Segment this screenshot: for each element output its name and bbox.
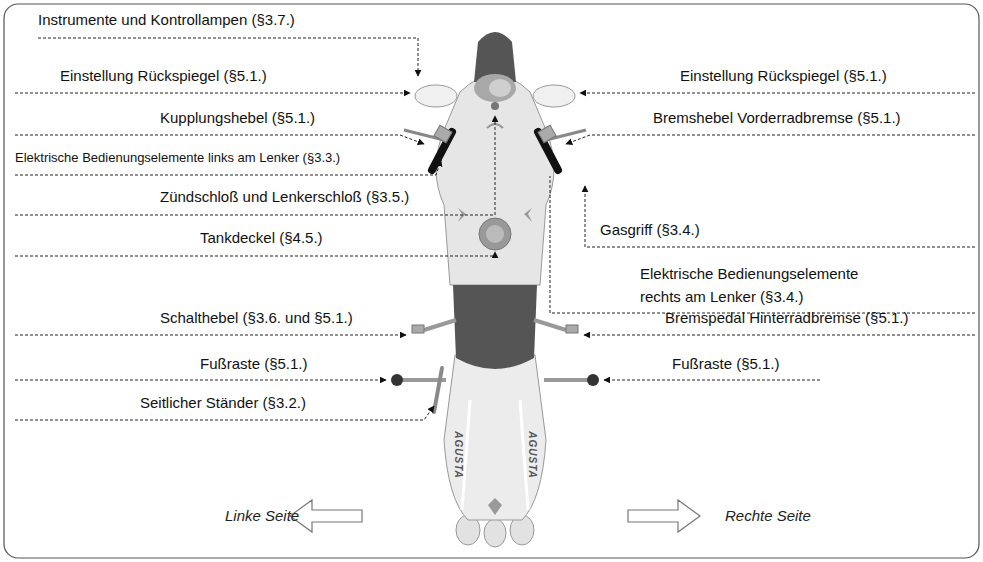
leader-line xyxy=(15,380,386,381)
tail-highlight xyxy=(462,400,528,510)
right-mirror xyxy=(533,85,575,107)
side-label: Linke Seite xyxy=(225,507,299,525)
brake-pedal xyxy=(534,320,566,330)
left-switch xyxy=(434,125,452,142)
right-switch xyxy=(538,125,556,142)
callout-label: Seitlicher Ständer (§3.2.) xyxy=(140,394,306,412)
leader-line xyxy=(15,335,406,336)
tail-logo xyxy=(488,498,502,515)
tank-cap xyxy=(479,218,511,250)
callout-label: Elektrische Bedienungselemente links am … xyxy=(15,149,340,167)
leader-line xyxy=(584,335,975,336)
right-footpeg xyxy=(544,378,588,382)
callout-label: Schalthebel (§3.6. und §5.1.) xyxy=(160,309,353,327)
frame xyxy=(4,4,979,558)
brake-pedal-tip xyxy=(566,325,578,333)
shift-lever xyxy=(424,320,456,330)
leader-line xyxy=(15,93,410,94)
brand-lettering: AGUSTA xyxy=(452,431,464,478)
side-stand xyxy=(434,368,442,412)
leader-line xyxy=(566,135,975,144)
tank-logo xyxy=(524,208,532,222)
callout-label: Tankdeckel (§4.5.) xyxy=(200,229,323,247)
callout-label: Instrumente und Kontrollampen (§3.7.) xyxy=(38,11,295,29)
leader-line xyxy=(585,186,975,247)
right-footpeg-end xyxy=(587,374,599,386)
brand-lettering: AGUSTA xyxy=(526,431,538,478)
leader-line xyxy=(15,135,424,144)
tail-fairing xyxy=(444,355,546,520)
callout-label: Bremshebel Vorderradbremse (§5.1.) xyxy=(653,109,901,127)
callout-label: Fußraste (§5.1.) xyxy=(672,355,780,373)
callout-label: Kupplungshebel (§5.1.) xyxy=(160,109,315,127)
left-mirror xyxy=(415,85,457,107)
side-label: Rechte Seite xyxy=(725,507,811,525)
callout-label: Zündschloß und Lenkerschloß (§3.5.) xyxy=(160,188,409,206)
callout-label: Bremspedal Hinterradbremse (§5.1.) xyxy=(665,309,908,327)
instrument-panel xyxy=(474,74,516,102)
leader-line xyxy=(580,93,975,94)
right-arrow xyxy=(628,500,700,532)
ignition-lock xyxy=(491,102,499,110)
seat xyxy=(453,285,537,369)
callout-label: Einstellung Rückspiegel (§5.1.) xyxy=(60,67,267,85)
callout-label: Fußraste (§5.1.) xyxy=(200,355,308,373)
shift-lever-tip xyxy=(412,325,424,333)
leader-line xyxy=(15,116,495,215)
tank-cap-inner xyxy=(486,225,504,243)
instrument-dial xyxy=(489,79,511,97)
left-footpeg-end xyxy=(391,374,403,386)
leader-line xyxy=(15,252,495,256)
leader-line xyxy=(550,176,975,313)
callout-label: Gasgriff (§3.4.) xyxy=(600,221,700,239)
left-arrow xyxy=(290,500,362,532)
callout-label: Elektrische Bedienungselemente rechts am… xyxy=(640,262,885,308)
leader-line xyxy=(604,380,820,381)
callout-label: Einstellung Rückspiegel (§5.1.) xyxy=(680,67,887,85)
